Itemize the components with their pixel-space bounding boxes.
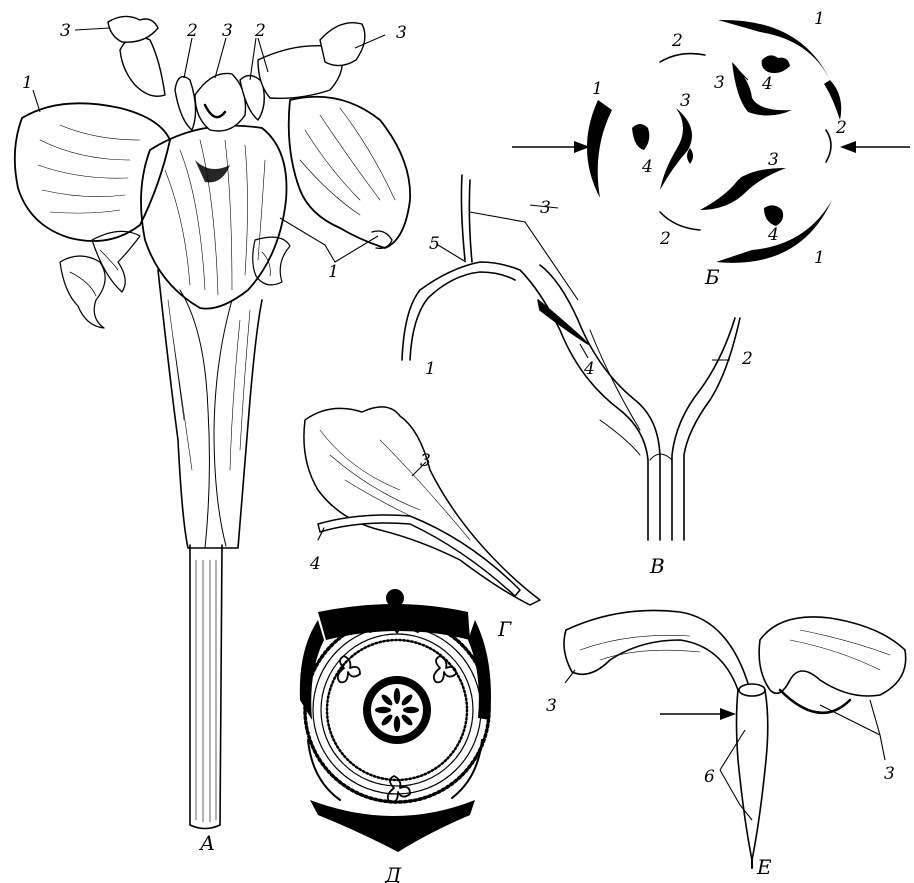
callout-v-stigma: 5 <box>429 234 440 254</box>
callout-v-outer-tepal: 1 <box>425 359 436 379</box>
outer-tepals-black-crescents <box>587 20 841 263</box>
callout-g-style-branch: 3 <box>420 451 431 471</box>
panel-label-d: Д <box>384 863 402 883</box>
panel-label-g: Г <box>497 617 512 641</box>
callout-g-stamen: 4 <box>309 554 321 574</box>
panel-e-leaders <box>565 670 885 820</box>
right-fall-petal <box>289 97 410 249</box>
callout-a-inner-tepal-left: 2 <box>186 21 198 41</box>
callout-v-stamen: 4 <box>583 359 595 379</box>
front-fall-petal <box>141 126 287 309</box>
panel-label-a: А <box>198 831 215 855</box>
flower-center-parts <box>108 16 365 131</box>
callout-b-outer-tepal-left: 1 <box>592 79 603 99</box>
callout-v-inner-tepal: 2 <box>741 349 753 369</box>
view-arrows <box>512 141 910 153</box>
callout-e-hypanthium-ovary: 6 <box>704 767 715 787</box>
callout-a-inner-tepal-right: 2 <box>254 21 266 41</box>
panel-e-flower-side <box>564 610 906 868</box>
callout-b-style-top: 3 <box>714 73 725 93</box>
callout-b-outer-tepal-top: 1 <box>814 9 825 29</box>
callout-a-outer-tepal: 1 <box>22 73 33 93</box>
callout-b-inner-tepal-bottom: 2 <box>659 229 671 249</box>
callout-b-stamen-left: 4 <box>641 157 653 177</box>
callout-b-inner-tepal-right: 2 <box>835 118 847 138</box>
panel-g-style-branch-stamen <box>304 407 540 605</box>
callout-b-inner-tepal-top: 2 <box>671 31 683 51</box>
callout-a-style-branch-center: 3 <box>222 21 233 41</box>
callout-b-style-left: 3 <box>680 91 691 111</box>
callout-e-style-branches-right: 3 <box>884 764 895 784</box>
callout-b-outer-tepal-bottom: 1 <box>814 248 825 268</box>
panel-v-longitudinal-diagram <box>402 175 740 540</box>
callout-e-style-branch-left: 3 <box>546 696 557 716</box>
callout-b-stamen-bottom: 4 <box>767 225 779 245</box>
panel-label-b: Б <box>704 265 720 289</box>
callout-v-style-branch: 3 <box>540 198 551 218</box>
panel-e-arrow <box>660 708 736 720</box>
spathe-bracts <box>158 270 262 548</box>
panel-b-cross-section <box>512 20 910 263</box>
panel-d-floral-diagram <box>300 589 491 852</box>
ovary <box>363 676 431 744</box>
callout-a-style-branch-left: 3 <box>60 21 71 41</box>
callout-b-stamen-top: 4 <box>761 74 773 94</box>
callout-b-style-bottom: 3 <box>768 150 779 170</box>
panel-label-v: В <box>649 554 665 578</box>
left-fall-petal <box>15 103 170 241</box>
panel-label-e: Е <box>756 855 772 879</box>
callout-a-outer-tepals: 1 <box>328 262 339 282</box>
callout-a-style-branch-right: 3 <box>396 23 407 43</box>
flower-stem <box>190 545 222 829</box>
